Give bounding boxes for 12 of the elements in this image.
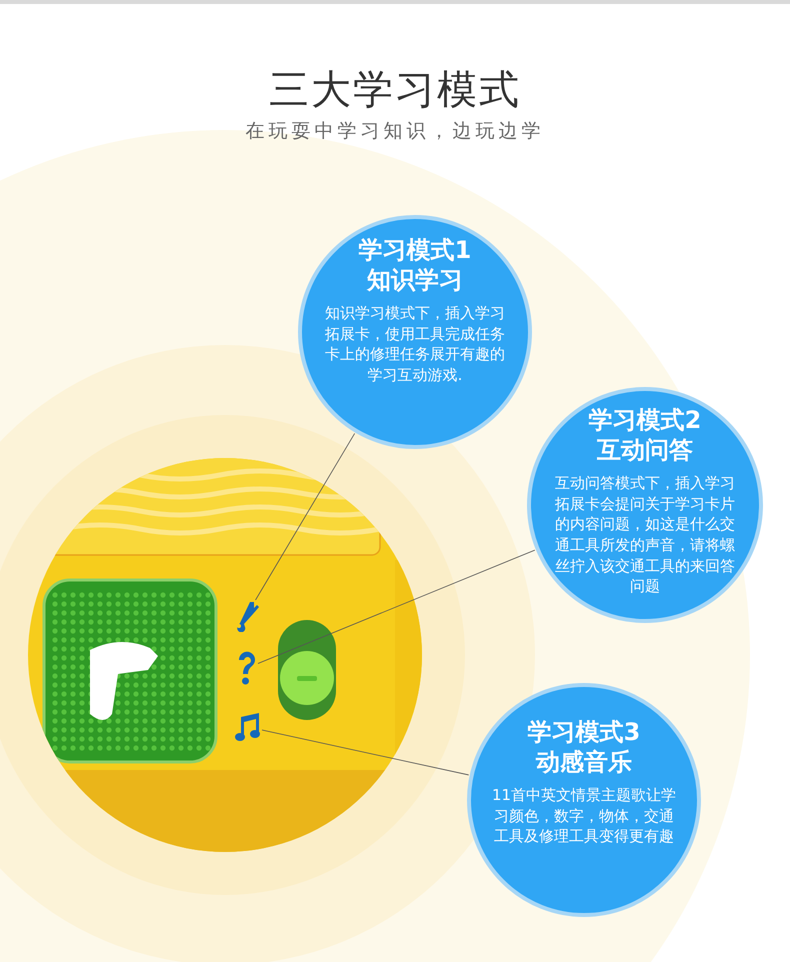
- mode-heading: 学习模式3动感音乐: [526, 717, 642, 777]
- mode-heading: 学习模式1知识学习: [358, 235, 472, 295]
- music-note-icon: [234, 711, 262, 743]
- mode-description: 知识学习模式下，插入学习拓展卡，使用工具完成任务卡上的修理任务展开有趣的学习互动游戏.: [324, 303, 506, 386]
- mode-heading: 学习模式2互动问答: [588, 405, 702, 465]
- mode-description: 11首中英文情景主题歌让学习颜色，数字，物体，交通工具及修理工具变得更有趣: [492, 785, 676, 848]
- leader-line: [258, 550, 536, 664]
- title: 三大学习模式: [268, 66, 522, 115]
- subtitle: 在玩耍中学习知识，边玩边学: [244, 119, 546, 144]
- mode-description: 互动问答模式下，插入学习拓展卡会提问关于学习卡片的内容问题，如这是什么交通工具所发的声音，请将螺丝拧入该交通工具的来回答问题: [554, 473, 736, 598]
- leader-line: [255, 433, 356, 600]
- question-mark-icon: [236, 650, 258, 686]
